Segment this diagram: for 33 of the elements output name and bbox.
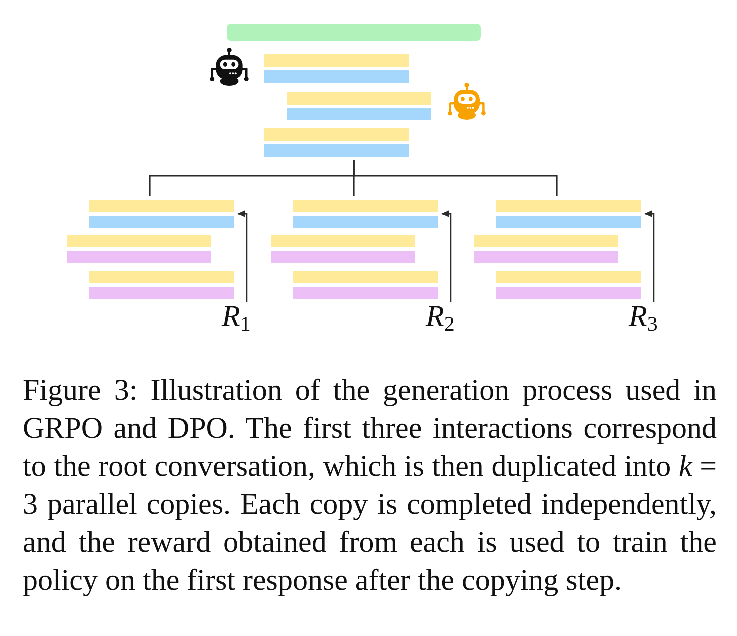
message-bar xyxy=(293,200,438,212)
arrow xyxy=(442,210,452,302)
message-bar xyxy=(496,200,641,212)
message-bar xyxy=(293,287,438,299)
message-bar xyxy=(264,144,409,157)
message-bar xyxy=(264,128,409,141)
message-bar xyxy=(287,108,431,120)
message-bar xyxy=(89,271,234,283)
message-bar xyxy=(271,251,415,263)
message-bar xyxy=(474,251,618,263)
reward-label: R$_{2}$ xyxy=(426,302,455,332)
message-bar xyxy=(287,92,431,105)
message-bar xyxy=(67,235,211,247)
message-bar xyxy=(227,24,481,41)
message-bar xyxy=(293,271,438,283)
message-bar xyxy=(474,235,618,247)
figure-caption: Figure 3: Illustration of the generation process used in GRPO and DPO. The first three interactions correspond to the root conversation, which is then duplicated into k = 3 parallel copies. Each copy is completed independently, and the reward obtained from each is used to train the policy on the first response after the copying step. xyxy=(23,373,717,599)
message-bar xyxy=(264,70,409,83)
message-bar xyxy=(496,287,641,299)
message-bar xyxy=(67,251,211,263)
reward-label: R$_{3}$ xyxy=(629,302,658,332)
message-bar xyxy=(89,216,234,228)
message-bar xyxy=(496,271,641,283)
reward-label: R$_{1}$ xyxy=(222,302,251,332)
message-bar xyxy=(89,200,234,212)
message-bar xyxy=(89,287,234,299)
message-bar xyxy=(293,216,438,228)
message-bar xyxy=(271,235,415,247)
arrow xyxy=(238,210,248,302)
branch-connector xyxy=(353,160,558,196)
arrow xyxy=(644,210,655,302)
message-bar xyxy=(264,54,409,67)
message-bar xyxy=(496,216,641,228)
